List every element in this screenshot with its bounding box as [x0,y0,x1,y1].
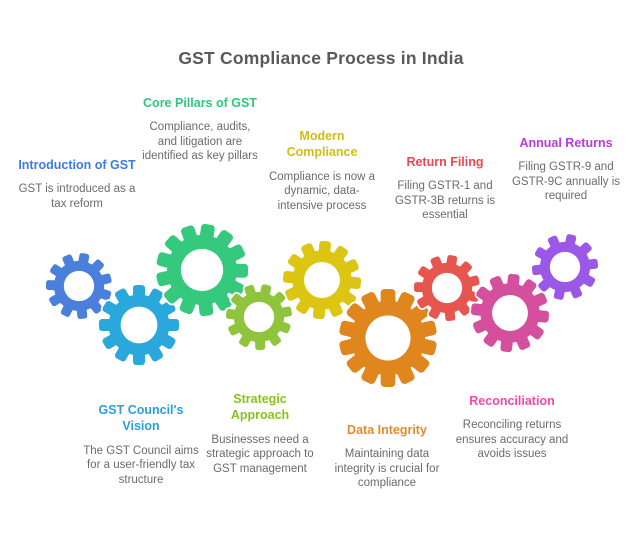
step-introduction-title: Introduction of GST [18,158,136,172]
step-reconciliation-desc: Reconciling returns ensures accuracy and… [455,419,569,461]
step-data-integrity-title: Data Integrity [347,423,427,437]
step-annual-returns: Annual Returns Filing GSTR-9 and GSTR-9C… [503,135,629,204]
yellow-gear-icon [281,239,363,321]
step-modern-compliance-title: Modern Compliance [286,129,358,160]
red-gear-icon [412,253,482,323]
step-council-vision-title: GST Council's Vision [98,403,184,434]
step-return-filing-title: Return Filing [406,155,484,169]
step-council-vision-desc: The GST Council aims for a user-friendly… [83,444,199,486]
step-core-pillars-title: Core Pillars of GST [143,96,257,110]
step-strategic-approach: Strategic Approach Businesses need a str… [201,391,319,476]
purple-gear-icon [530,232,600,302]
step-introduction: Introduction of GST GST is introduced as… [17,157,137,211]
step-modern-compliance-desc: Compliance is now a dynamic, data-intens… [268,170,376,212]
step-introduction-desc: GST is introduced as a tax reform [18,183,136,210]
step-reconciliation: Reconciliation Reconciling returns ensur… [448,393,576,462]
step-return-filing-desc: Filing GSTR-1 and GSTR-3B returns is ess… [394,180,496,222]
cyan-gear-icon [97,283,181,367]
step-strategic-approach-title: Strategic Approach [230,392,290,423]
step-return-filing: Return Filing Filing GSTR-1 and GSTR-3B … [386,154,504,223]
step-strategic-approach-desc: Businesses need a strategic approach to … [206,433,314,475]
green-gear-icon [154,222,250,318]
step-reconciliation-title: Reconciliation [469,394,555,408]
step-annual-returns-title: Annual Returns [519,136,613,150]
step-data-integrity-desc: Maintaining data integrity is crucial fo… [334,448,440,490]
step-annual-returns-desc: Filing GSTR-9 and GSTR-9C annually is re… [511,161,620,203]
step-modern-compliance: Modern Compliance Compliance is now a dy… [263,128,381,213]
step-council-vision: GST Council's Vision The GST Council aim… [82,402,200,487]
step-core-pillars-desc: Compliance, audits, and litigation are i… [142,121,258,163]
pink-gear-icon [469,272,551,354]
step-data-integrity: Data Integrity Maintaining data integrit… [328,422,446,491]
step-core-pillars: Core Pillars of GST Compliance, audits, … [140,95,260,164]
lime-gear-icon [224,282,294,352]
page-title: GST Compliance Process in India [178,48,464,68]
blue-gear-icon [44,251,114,321]
